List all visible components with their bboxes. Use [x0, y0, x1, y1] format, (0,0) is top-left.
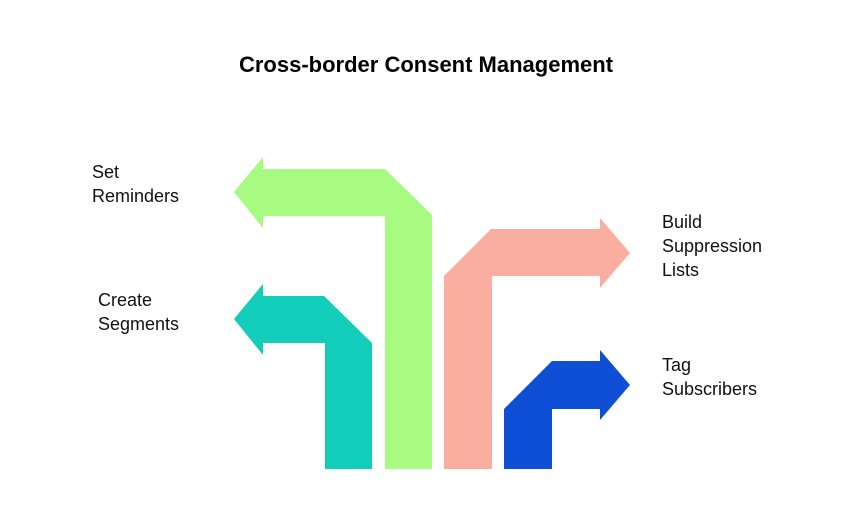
label-tag-subscribers: Tag Subscribers — [662, 353, 757, 401]
label-line: Subscribers — [662, 379, 758, 399]
label-line: Reminders — [92, 186, 180, 206]
arrow-create-segments — [234, 284, 372, 469]
label-line: Create — [98, 290, 153, 310]
arrow-set-reminders — [234, 157, 432, 469]
label-set-reminders: Set Reminders — [92, 160, 179, 208]
label-line: Set — [92, 162, 120, 182]
label-line: Lists — [662, 260, 700, 280]
label-line: Build — [662, 212, 703, 232]
label-line: Segments — [98, 314, 180, 334]
label-build-suppression-lists: Build Suppression Lists — [662, 210, 762, 282]
label-create-segments: Create Segments — [98, 288, 179, 336]
arrow-tag-subscribers — [504, 350, 630, 469]
label-line: Tag — [662, 355, 692, 375]
arrow-build-suppression-lists — [444, 218, 630, 469]
label-line: Suppression — [662, 236, 763, 256]
diagram-title: Cross-border Consent Management — [238, 52, 614, 77]
